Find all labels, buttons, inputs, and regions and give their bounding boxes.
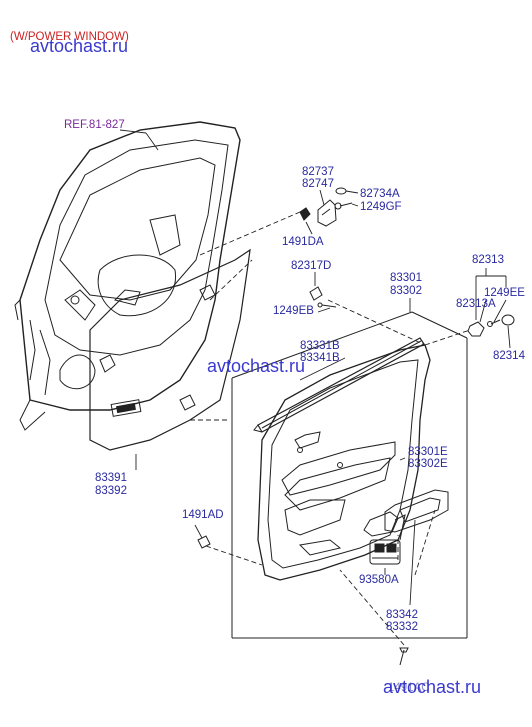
label-82317d: 82317D — [291, 260, 332, 272]
label-82313a: 82313A — [456, 298, 496, 310]
label-83332: 83332 — [386, 621, 418, 633]
label-82314: 82314 — [493, 350, 525, 362]
label-82737: 82737 — [302, 166, 334, 178]
label-82747: 82747 — [302, 178, 334, 190]
leader-lines — [119, 129, 511, 606]
label-83301e: 83301E — [408, 446, 448, 458]
dashed-lines — [190, 211, 471, 646]
trim-sheet-drawing — [89, 248, 251, 451]
label-93580a: 93580A — [359, 574, 399, 586]
watermark-middle: avtochast.ru — [207, 356, 306, 376]
label-1249gf: 1249GF — [360, 201, 402, 213]
switch-bezel-drawing — [363, 489, 449, 537]
label-1491ad: 1491AD — [182, 509, 224, 521]
watermark-bottom: avtochast.ru — [383, 677, 482, 697]
label-1491ac: 1491AC — [388, 682, 430, 694]
label-1249ee: 1249EE — [484, 287, 525, 299]
hardware-drawing — [197, 187, 515, 666]
label-83302e: 83302E — [408, 458, 448, 470]
label-1249eb: 1249EB — [273, 305, 314, 317]
weatherstrip-drawing — [253, 337, 425, 433]
watermark-top: avtochast.ru — [30, 36, 129, 56]
label-83302: 83302 — [390, 285, 422, 297]
label-82313: 82313 — [472, 254, 504, 266]
label-83392: 83392 — [95, 485, 127, 497]
label-82734a: 82734A — [360, 188, 400, 200]
label-83301: 83301 — [390, 272, 422, 284]
label-83341b: 83341B — [300, 352, 340, 364]
window-switch-drawing — [369, 539, 401, 565]
door-frame-drawing — [14, 121, 241, 431]
label-83331b: 83331B — [300, 340, 340, 352]
power-window-note: (W/POWER WINDOW) — [10, 31, 129, 43]
label-83342: 83342 — [386, 609, 418, 621]
label-ref-81-827: REF.81-827 — [64, 119, 125, 131]
label-83391: 83391 — [95, 472, 127, 484]
door-trim-drawing — [257, 344, 431, 581]
group-box — [231, 311, 468, 639]
label-1491da: 1491DA — [282, 236, 324, 248]
